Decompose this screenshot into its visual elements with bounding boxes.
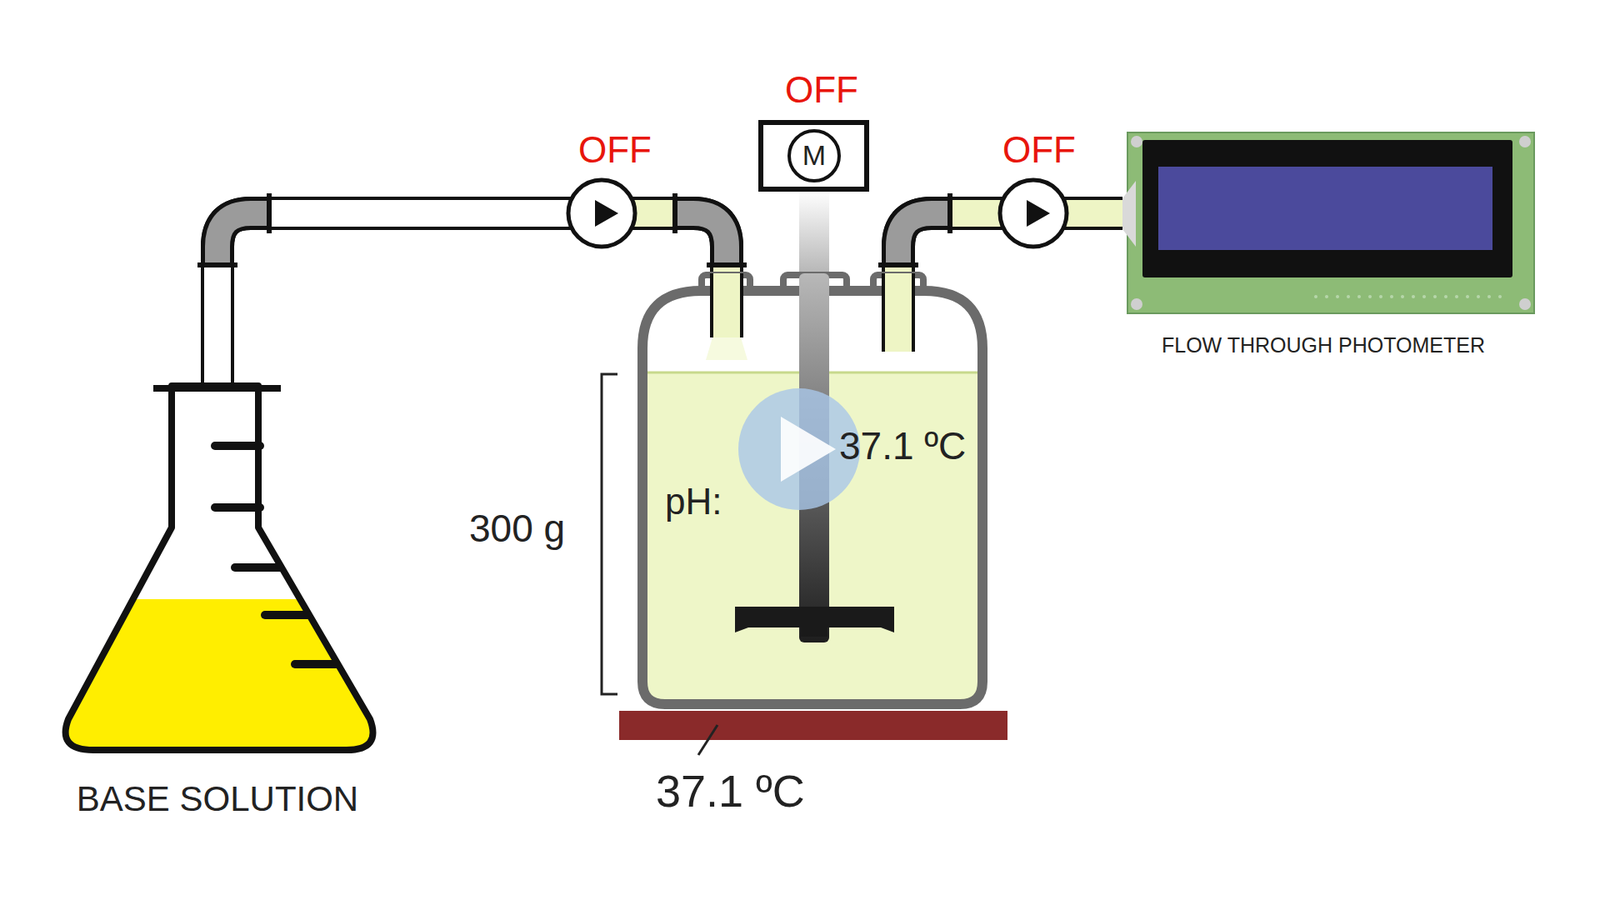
mass-dimension: 300 g	[469, 506, 565, 551]
motor-box	[760, 122, 867, 190]
flask-liquid	[50, 599, 384, 766]
stirrer-impeller	[735, 606, 895, 637]
status-label: OFF	[1002, 129, 1076, 172]
pump-symbol	[568, 180, 635, 247]
pipe-elbow	[878, 193, 950, 265]
photometer-label: FLOW THROUGH PHOTOMETER	[1161, 333, 1485, 358]
tube-wall	[740, 273, 744, 338]
tube-wall	[911, 273, 915, 352]
photometer-outline	[1122, 132, 1536, 362]
display-screen	[1158, 166, 1493, 250]
flow-cell	[1122, 180, 1136, 247]
reaction-vessel: 37.1 ºC pH:	[637, 273, 988, 710]
circuit-board	[1127, 132, 1535, 314]
hotplate	[619, 710, 1008, 740]
motor-symbol-letter: M	[802, 139, 826, 172]
pin-row	[1314, 295, 1502, 299]
photometer: FLOW THROUGH PHOTOMETER	[1122, 132, 1536, 362]
outlet-tube	[881, 273, 915, 352]
dimension-bracket	[601, 374, 618, 695]
play-triangle	[780, 416, 836, 482]
status-label: OFF	[578, 129, 652, 172]
mount-holes	[1130, 135, 1531, 310]
temperature-label: 37.1 ºC	[655, 765, 805, 817]
leader-line	[698, 725, 718, 755]
pipe-elbow	[675, 193, 747, 265]
inflow-glow	[705, 337, 748, 360]
vessel-reading: 37.1 ºC	[839, 424, 966, 469]
flask-label: BASE SOLUTION	[76, 779, 359, 820]
flask-lip	[153, 385, 281, 392]
inlet-tube	[710, 273, 744, 338]
pump-symbol	[1000, 180, 1067, 247]
tube-wall	[881, 273, 885, 352]
motor-box: M	[758, 120, 870, 192]
flask: BASE SOLUTION	[50, 385, 384, 828]
vessel-reading: pH:	[665, 480, 722, 524]
graduation-marks	[215, 445, 336, 665]
motor-circle	[789, 130, 840, 181]
flask-wall	[65, 385, 374, 750]
status-label: OFF	[785, 69, 859, 112]
display-frame	[1142, 140, 1513, 278]
tube-wall	[710, 273, 714, 338]
pipe-elbow	[197, 193, 270, 265]
flask-outline	[50, 385, 384, 828]
stirrer-shaft	[799, 190, 830, 275]
